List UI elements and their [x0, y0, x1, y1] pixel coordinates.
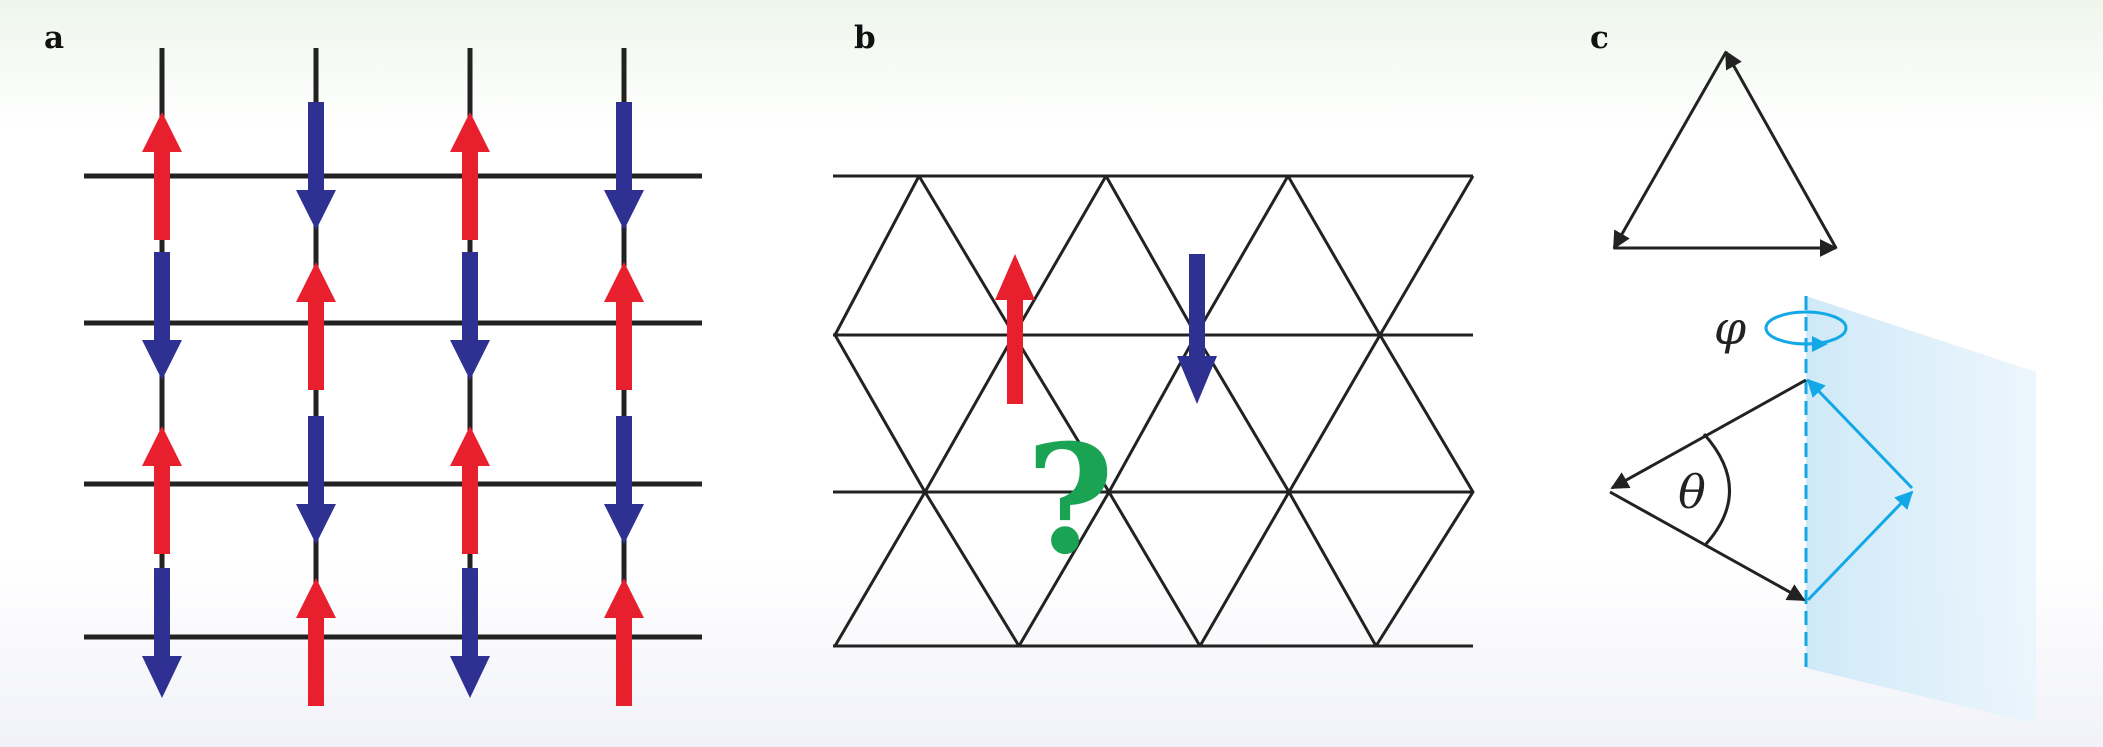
in-plane-vectors — [1806, 378, 1914, 602]
panel-a: a — [44, 20, 702, 706]
cyan-vector-lower — [1806, 490, 1914, 602]
panel-c-label: c — [1590, 20, 1609, 56]
spin-up-arrow — [142, 112, 182, 240]
spin-up-arrow — [142, 426, 182, 554]
lattice-zigzag-4 — [1104, 175, 1202, 647]
vector-lower — [1609, 490, 1806, 602]
vector-upper — [1610, 378, 1807, 490]
phi-label: φ — [1714, 301, 1747, 355]
panel-b: b ? — [833, 20, 1475, 648]
cyan-vector-upper — [1806, 378, 1914, 490]
angle-vectors — [1609, 378, 1807, 602]
panel-b-label: b — [854, 20, 876, 56]
panel-a-rungs — [84, 173, 702, 640]
lattice-zigzag-2 — [917, 175, 1021, 647]
spin-down-arrow — [450, 252, 490, 380]
panel-a-label: a — [44, 20, 64, 56]
spin-down-arrow — [450, 568, 490, 698]
panel-c: c φ θ — [1590, 20, 2036, 724]
triangular-lattice — [833, 174, 1475, 648]
spin-down-arrow — [604, 416, 644, 544]
spin-up-arrow — [604, 262, 644, 390]
theta-label: θ — [1678, 465, 1706, 519]
spin-down-arrow — [604, 102, 644, 230]
rotation-arrowhead — [1812, 336, 1828, 352]
lattice-zigzag-5 — [1194, 175, 1291, 647]
spin-plane — [1806, 296, 2036, 724]
spin-up-arrow — [450, 426, 490, 554]
triangle-edge-left — [1612, 51, 1728, 250]
lattice-zigzag-1 — [833, 175, 927, 647]
frustration-question-mark: ? — [1026, 412, 1114, 588]
lattice-zigzag-3 — [1012, 175, 1111, 647]
spin-down-arrow — [296, 416, 336, 544]
chiral-triangle — [1612, 50, 1838, 257]
triangle-edge-right — [1724, 50, 1838, 249]
spin-up-arrow — [450, 112, 490, 240]
spin-down-arrow — [142, 252, 182, 380]
rotation-ellipse — [1764, 310, 1848, 346]
spin-down-arrow — [142, 568, 182, 698]
spin-up-arrow — [604, 578, 644, 706]
lattice-zigzag-6 — [1286, 175, 1382, 647]
spin-up-arrow — [296, 578, 336, 706]
lattice-zigzag-7 — [1374, 175, 1475, 647]
panel-a-chains — [159, 48, 627, 690]
theta-arc — [1702, 433, 1731, 545]
spin-down-arrow — [1177, 254, 1217, 404]
spin-up-arrow — [296, 262, 336, 390]
spin-down-arrow — [296, 102, 336, 230]
spin-up-arrow — [995, 254, 1035, 404]
